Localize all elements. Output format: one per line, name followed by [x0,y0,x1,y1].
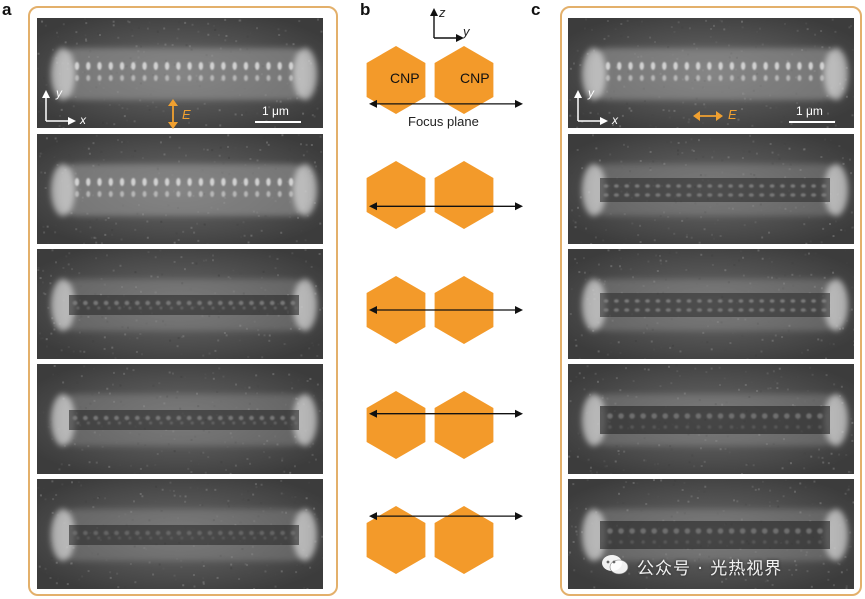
panel-b-particle-label-right: CNP [460,70,490,86]
micrograph-a-5 [37,479,323,589]
particle-pair-5 [366,506,494,574]
cnp-hexagon-5-2 [434,506,494,574]
cnp-hexagon-1-2 [434,46,494,114]
panel-b-particle-label-left: CNP [390,70,420,86]
panel-c-axis-x: x [612,113,618,127]
watermark-text: 公众号 · 光热视界 [637,559,783,579]
panel-a-axis-x: x [80,113,86,127]
panel-letter-c: c [531,0,541,19]
micrograph-c-1 [568,18,854,128]
panel-b-axes-icon [430,8,464,42]
cnp-hexagon-4-1 [366,391,426,459]
particle-pair-1 [366,46,494,114]
cnp-hexagon-2-2 [434,161,494,229]
particle-pair-4 [366,391,494,459]
panel-letter-a: a [2,0,12,19]
panel-c-axes-icon [574,90,608,125]
cnp-hexagon-2-1 [366,161,426,229]
micrograph-c-3 [568,249,854,359]
panel-c-scale-label: 1 μm [796,104,823,118]
cnp-hexagon-5-1 [366,506,426,574]
panel-a-axis-y: y [56,86,62,100]
panel-a-scale-bar [255,121,301,123]
micrograph-a-3 [37,249,323,359]
particle-pair-2 [366,161,494,229]
focus-plane-line-2 [369,202,523,211]
panel-c-scale-bar [789,121,835,123]
micrograph-a-2 [37,134,323,244]
panel-b-axis-y: y [463,24,470,39]
panel-letter-b: b [360,0,371,19]
panel-a-scale-label: 1 μm [262,104,289,118]
panel-c-field-label: E [728,107,737,122]
panel-b-axis-z: z [439,5,446,20]
micrograph-a-4 [37,364,323,474]
panel-a-field-arrow-icon [168,99,178,129]
micrograph-a-1 [37,18,323,128]
wechat-icon [602,555,629,575]
micrograph-c-2 [568,134,854,244]
focus-plane-line-4 [369,409,523,418]
micrograph-c-4 [568,364,854,474]
cnp-hexagon-4-2 [434,391,494,459]
focus-plane-line-5 [369,512,523,521]
cnp-hexagon-1-1 [366,46,426,114]
panel-c-field-arrow-icon [693,111,723,121]
panel-b-focus-label: Focus plane [408,114,479,129]
panel-c-axis-y: y [588,86,594,100]
panel-a-field-label: E [182,107,191,122]
panel-b-diagram [366,46,523,574]
panel-a-axes-icon [42,90,76,125]
focus-plane-line-1 [369,99,523,108]
focus-plane-line-3 [369,306,523,314]
micrograph-c-5 [568,479,854,589]
